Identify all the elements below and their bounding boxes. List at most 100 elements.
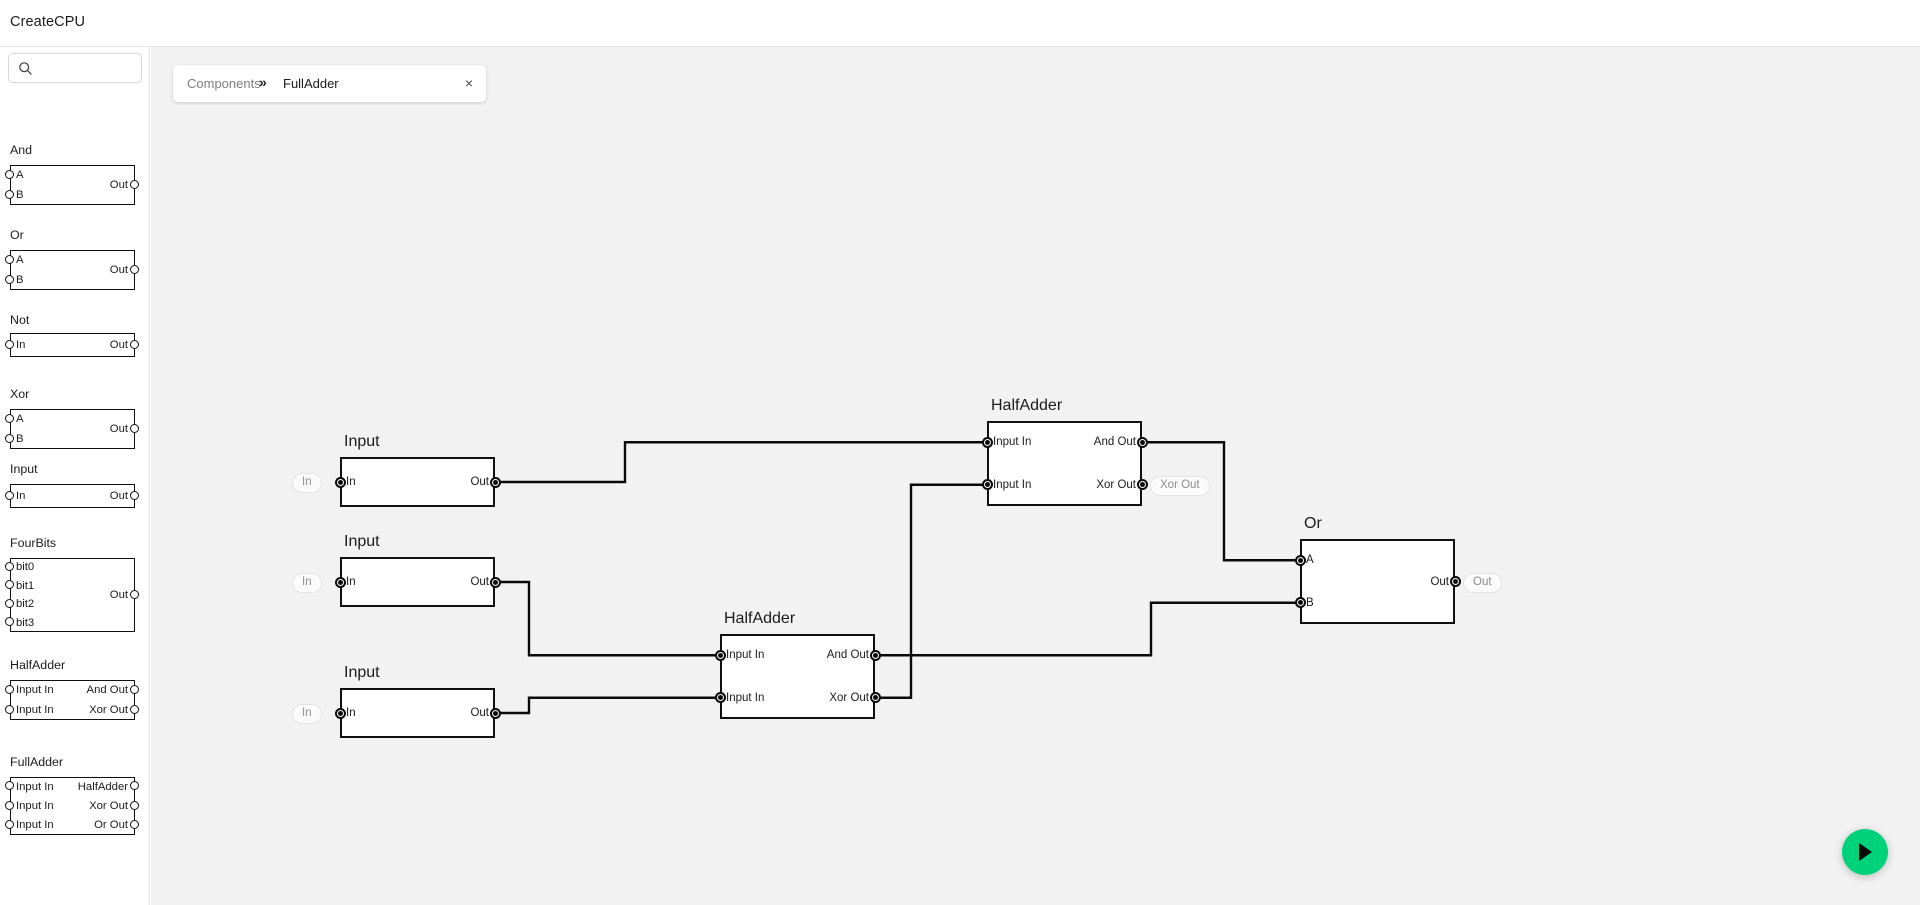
port-label: Out [470,576,489,588]
palette-input-port[interactable] [5,684,14,694]
port-pill-badge[interactable]: In [292,473,322,493]
input-port[interactable] [334,576,346,588]
palette-port-label: Out [109,264,128,276]
palette-output-port[interactable] [130,684,139,694]
palette-output-port[interactable] [130,589,139,599]
palette-input-port[interactable] [5,617,14,627]
search-input[interactable] [38,54,138,82]
port-label: Input In [726,691,765,704]
node-title: Input [344,664,380,681]
node-body[interactable] [340,688,495,738]
input-port[interactable] [714,649,726,661]
search-box[interactable] [8,53,142,83]
close-icon[interactable]: × [464,75,473,91]
palette-input-port[interactable] [5,580,14,590]
palette-output-port[interactable] [130,490,139,500]
palette-port-label: Out [109,339,128,351]
port-pill-badge[interactable]: In [292,573,322,593]
palette-input-port[interactable] [5,274,14,284]
node-body[interactable] [340,457,495,507]
app-title: CreateCPU [10,14,86,30]
port-pill-badge[interactable]: Out [1463,572,1502,593]
palette-input-port[interactable] [5,413,14,423]
input-port[interactable] [714,692,726,704]
palette-item-label: HalfAdder [10,658,66,672]
palette-output-port[interactable] [130,704,139,714]
output-port[interactable] [869,649,881,661]
port-label: Out [1430,575,1449,588]
palette-port-label: HalfAdder [77,780,128,793]
palette-input-port[interactable] [5,339,14,349]
palette-port-label: Xor Out [89,800,128,812]
palette-input-port[interactable] [5,819,14,829]
output-port[interactable] [1136,479,1148,491]
port-pill-badge[interactable]: In [292,704,322,724]
wire[interactable] [493,580,722,657]
node-title: Input [344,533,380,550]
wire[interactable] [493,441,989,484]
palette-port-label: Out [109,490,128,502]
palette-output-port[interactable] [130,819,139,829]
palette-port-label: A [16,169,24,181]
palette-output-port[interactable] [130,423,139,433]
input-port[interactable] [981,479,993,491]
wire[interactable] [493,696,722,715]
palette-port-label: Input In [16,704,54,716]
wire[interactable] [873,483,989,699]
output-port[interactable] [1136,436,1148,448]
port-label: Xor Out [829,691,869,704]
input-port[interactable] [981,436,993,448]
palette-port-label: bit1 [16,579,35,592]
wire[interactable] [1140,441,1302,562]
input-port[interactable] [1294,554,1306,566]
palette-input-port[interactable] [5,781,14,791]
output-port[interactable] [489,576,501,588]
palette-input-port[interactable] [5,598,14,608]
port-label: And Out [1093,436,1136,449]
run-button[interactable] [1842,829,1888,875]
palette-output-port[interactable] [130,800,139,810]
palette-item-label: Or [10,228,24,242]
palette-port-label: Out [109,423,128,435]
output-port[interactable] [869,692,881,704]
output-port[interactable] [489,476,501,488]
palette-input-port[interactable] [5,254,14,264]
palette-output-port[interactable] [130,264,139,274]
palette-input-port[interactable] [5,189,14,199]
palette-port-label: A [16,413,24,425]
node-body[interactable] [340,557,495,607]
output-port[interactable] [1449,576,1461,587]
input-port[interactable] [1294,597,1306,609]
palette-input-port[interactable] [5,169,14,179]
palette-input-port[interactable] [5,800,14,810]
port-pill-badge[interactable]: Xor Out [1150,475,1210,496]
palette-item-label: FullAdder [10,755,64,769]
palette-port-label: bit3 [16,616,35,629]
palette-output-port[interactable] [130,179,139,189]
palette-output-port[interactable] [130,781,139,791]
node-body[interactable] [720,634,875,719]
input-port[interactable] [334,476,346,488]
node-body[interactable] [987,421,1142,506]
palette-port-label: bit2 [16,598,35,611]
palette-input-port[interactable] [5,704,14,714]
palette-port-label: Input In [16,800,54,812]
input-port[interactable] [334,707,346,719]
palette-output-port[interactable] [130,339,139,349]
palette-port-label: And Out [86,684,128,696]
output-port[interactable] [489,707,501,719]
wire[interactable] [873,601,1302,657]
palette-input-port[interactable] [5,490,14,500]
palette-item-shape [10,250,135,290]
palette-input-port[interactable] [5,561,14,571]
palette-port-label: Input In [16,684,54,696]
palette-input-port[interactable] [5,433,14,443]
breadcrumb-root[interactable]: Components [187,76,261,91]
